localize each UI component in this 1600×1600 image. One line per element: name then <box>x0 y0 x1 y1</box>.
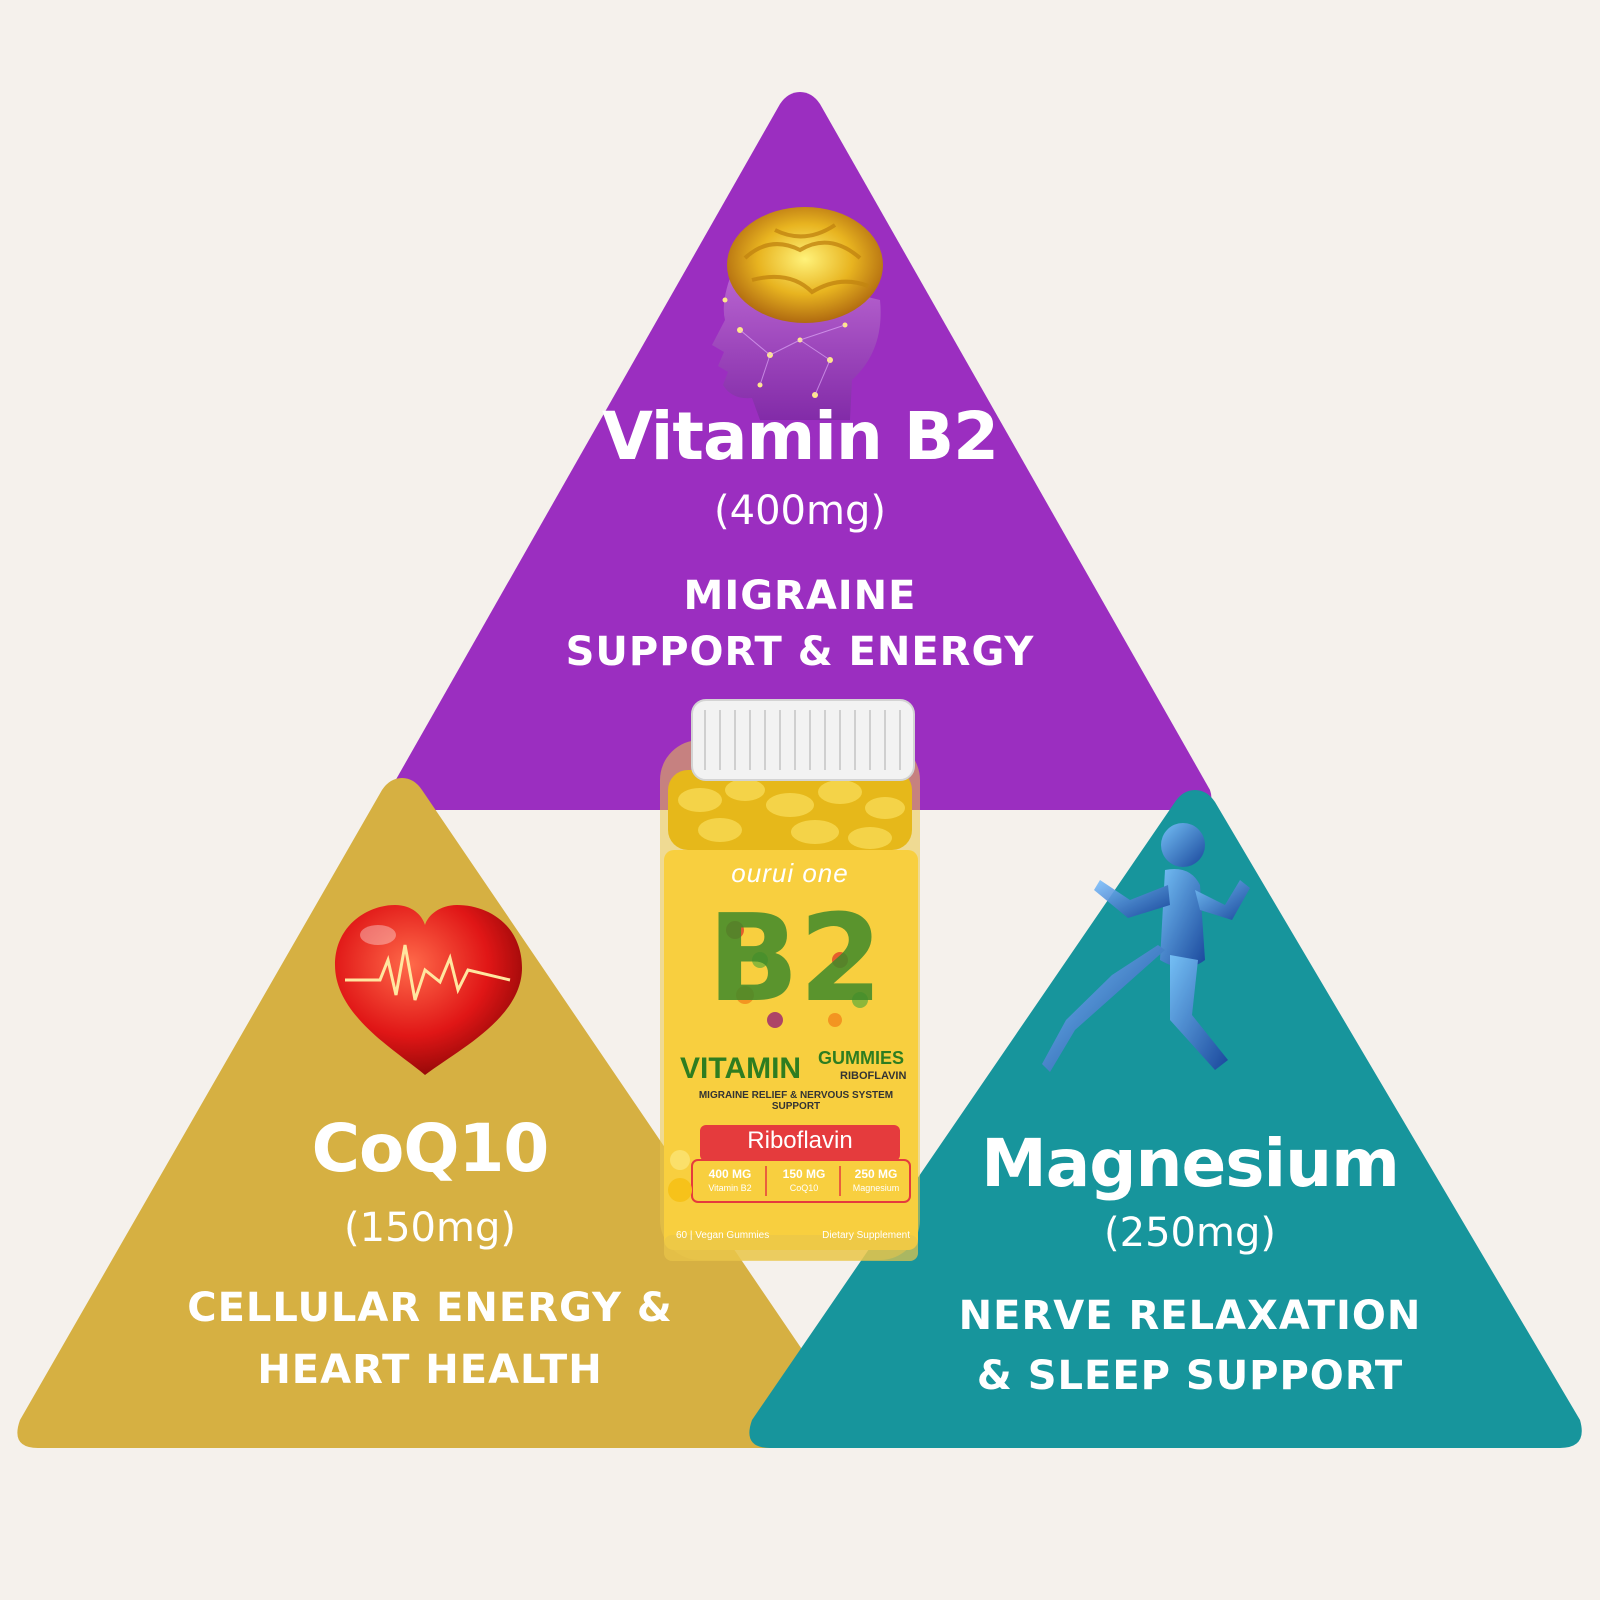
magnesium-benefit-line1: NERVE RELAXATION <box>958 1293 1422 1339</box>
brain-head-icon <box>712 207 883 420</box>
running-man-icon <box>1042 823 1250 1072</box>
magnesium-dose: (250mg) <box>1104 1210 1276 1256</box>
supplement-bottle <box>660 699 920 1261</box>
bottle-dose3-value: 250 MG <box>854 1167 898 1181</box>
heart-pulse-icon <box>335 905 522 1075</box>
bottle-big-letters: B2 <box>707 890 883 1029</box>
magnesium-title: Magnesium <box>981 1125 1400 1202</box>
bottle-ribbon: Riboflavin <box>747 1127 853 1154</box>
bottle-gummies-word: GUMMIES <box>818 1048 905 1068</box>
coq10-title: CoQ10 <box>311 1110 550 1187</box>
bottle-dose2-value: 150 MG <box>782 1167 826 1181</box>
bottle-dose2-name: CoQ10 <box>789 1183 819 1193</box>
bottle-dose1-value: 400 MG <box>708 1167 752 1181</box>
coq10-dose: (150mg) <box>344 1205 516 1251</box>
bottle-supplement: Dietary Supplement <box>822 1230 910 1241</box>
magnesium-benefit-line2: & SLEEP SUPPORT <box>976 1353 1404 1399</box>
bottle-brand: ourui one <box>731 858 849 888</box>
vitamin-b2-benefit-line1: MIGRAINE <box>683 573 917 619</box>
bottle-dose1-name: Vitamin B2 <box>708 1183 752 1193</box>
bottle-dose3-name: Magnesium <box>852 1183 900 1193</box>
bottle-count: 60 | Vegan Gummies <box>676 1230 770 1241</box>
vitamin-b2-benefit-line2: SUPPORT & ENERGY <box>565 629 1035 675</box>
coq10-triangle <box>17 778 852 1448</box>
bottle-vitamin-word: VITAMIN <box>680 1052 802 1085</box>
vitamin-b2-triangle <box>388 92 1212 810</box>
vitamin-b2-title: Vitamin B2 <box>601 398 999 475</box>
magnesium-triangle <box>749 790 1582 1448</box>
coq10-benefit-line2: HEART HEALTH <box>257 1347 603 1393</box>
coq10-benefit-line1: CELLULAR ENERGY & <box>187 1285 673 1331</box>
bottle-riboflavin-small: RIBOFLAVIN <box>840 1070 907 1082</box>
bottle-tagline: MIGRAINE RELIEF & NERVOUS SYSTEM SUPPORT <box>698 1090 894 1112</box>
vitamin-b2-dose: (400mg) <box>714 488 886 534</box>
